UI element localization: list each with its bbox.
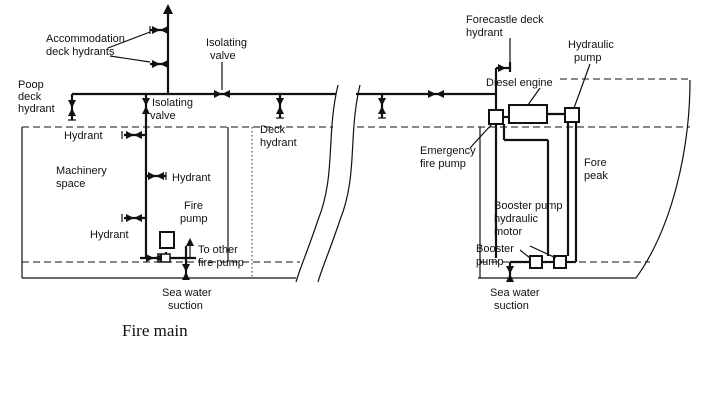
isolating-valve-mid-label-1: Isolating	[152, 97, 193, 109]
deck-hydrant-valve-icon	[276, 98, 284, 114]
poop-label-2: deck	[18, 91, 42, 103]
to-other-arrow-icon	[186, 238, 194, 246]
machinery-hydrant-valve-3-icon	[126, 214, 142, 222]
forecastle-valve-icon	[498, 64, 506, 72]
sea-suction-right-label-2: suction	[494, 300, 529, 312]
isolating-valve-top-label-1: Isolating	[206, 37, 247, 49]
poop-label-3: hydrant	[18, 103, 55, 115]
sea-suction-right-label-1: Sea water	[490, 287, 540, 299]
break-line-left	[295, 84, 339, 283]
deck-hydrant-caps	[68, 117, 386, 121]
isolating-valve-mid-icon	[142, 98, 150, 114]
sea-suction-valve-left-icon	[182, 264, 190, 280]
labels: Accommodation deck hydrants Isolating va…	[18, 14, 614, 312]
machinery-hydrant-valve-1-icon	[126, 131, 142, 139]
bow-hull-line	[635, 79, 691, 279]
deck-hydrant-valve-2-icon	[378, 98, 386, 114]
accom-valve-2-icon	[152, 60, 168, 68]
main-valve-fwd-icon	[428, 90, 444, 98]
hydraulic-pump-label-1: Hydraulic	[568, 39, 614, 51]
valves	[68, 26, 514, 282]
accom-pointer-1	[107, 31, 151, 49]
accommodation-label-1: Accommodation	[46, 33, 125, 45]
forecastle-label-1: Forecastle deck	[466, 14, 544, 26]
booster-pump-label-2: pump	[476, 256, 504, 268]
poop-hydrant-valve-icon	[68, 100, 76, 116]
machinery-hydrant-valve-2-icon	[148, 172, 164, 180]
to-other-label-2: fire pump	[198, 257, 244, 269]
machinery-label-1: Machinery	[56, 165, 107, 177]
booster-label-pointer	[519, 249, 531, 259]
deck-hydrant-label-2: hydrant	[260, 137, 297, 149]
ship-structure	[21, 78, 691, 283]
forecastle-label-2: hydrant	[466, 27, 503, 39]
poop-label-1: Poop	[18, 79, 44, 91]
diesel-engine-icon	[508, 104, 548, 124]
emergency-pointer	[469, 123, 493, 149]
emergency-fire-pump-icon	[488, 109, 504, 125]
booster-pump-icon	[529, 255, 543, 269]
emergency-label-1: Emergency	[420, 145, 476, 157]
riser-arrow-icon	[163, 4, 173, 14]
booster-motor-label-1: Booster pump	[494, 200, 562, 212]
emergency-label-2: fire pump	[420, 158, 466, 170]
hydraulic-pump-label-2: pump	[574, 52, 602, 64]
fore-peak-label-2: peak	[584, 170, 608, 182]
sea-suction-left-label-1: Sea water	[162, 287, 212, 299]
pump-suction-valve-icon	[146, 254, 162, 262]
booster-motor-label-2: hydraulic	[494, 213, 539, 225]
hydrant-upper-label: Hydrant	[64, 130, 103, 142]
fire-main-piping	[70, 4, 580, 282]
accom-pointer-2	[109, 55, 151, 63]
hydraulic-pump-pointer	[573, 63, 591, 109]
motor-label-pointer	[529, 245, 557, 259]
diagram-caption: Fire main	[122, 321, 188, 340]
hydraulic-pump-icon	[564, 107, 580, 123]
diesel-engine-pointer	[527, 87, 541, 106]
isolating-valve-top-label-2: valve	[210, 50, 236, 62]
accom-valve-1-icon	[152, 26, 168, 34]
accommodation-label-2: deck hydrants	[46, 46, 115, 58]
fire-pump-label-1: Fire	[184, 200, 203, 212]
diesel-engine-label: Diesel engine	[486, 77, 553, 89]
sea-suction-valve-right-icon	[506, 266, 514, 282]
hydrant-lower-label: Hydrant	[90, 229, 129, 241]
hydrant-caps	[121, 26, 167, 222]
hydrant-center-label: Hydrant	[172, 172, 211, 184]
sea-suction-left-label-2: suction	[168, 300, 203, 312]
booster-pump-label-1: Booster	[476, 243, 514, 255]
deck-hydrant-label-1: Deck	[260, 124, 286, 136]
isolating-valve-mid-label-2: valve	[150, 110, 176, 122]
isolating-valve-top-icon	[214, 90, 230, 98]
machinery-label-2: space	[56, 178, 85, 190]
to-other-label-1: To other	[198, 244, 238, 256]
fire-pump-icon	[159, 231, 175, 249]
fore-peak-label-1: Fore	[584, 157, 607, 169]
fire-pump-label-2: pump	[180, 213, 208, 225]
break-line-right	[317, 84, 361, 283]
booster-motor-label-3: motor	[494, 226, 522, 238]
